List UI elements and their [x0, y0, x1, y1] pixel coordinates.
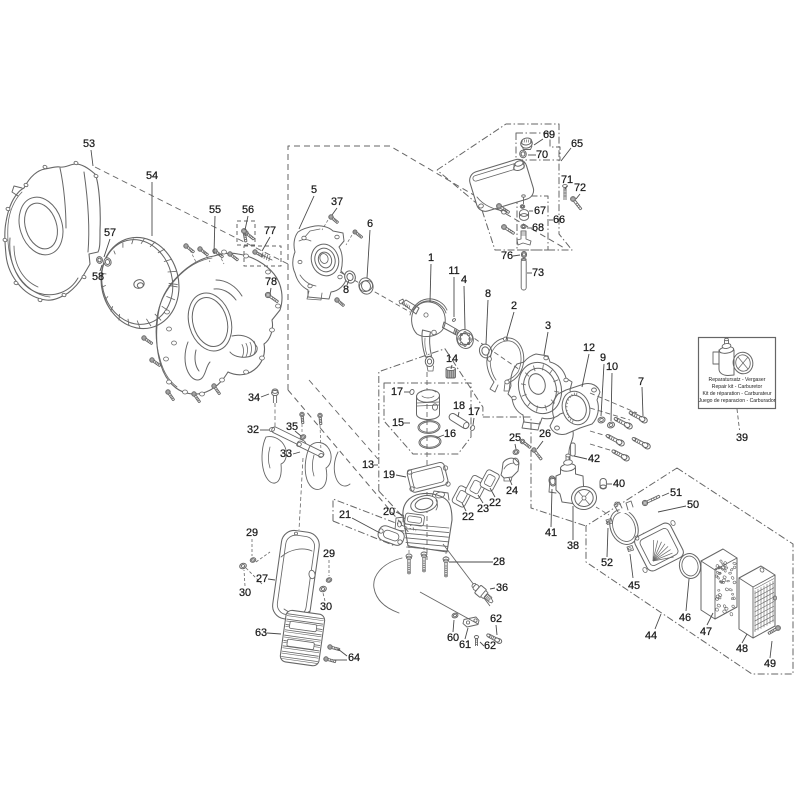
svg-text:20: 20 — [383, 506, 395, 518]
svg-text:8: 8 — [343, 284, 349, 296]
svg-text:6: 6 — [367, 218, 373, 230]
svg-text:73: 73 — [532, 267, 544, 279]
svg-text:58: 58 — [92, 271, 104, 283]
svg-text:40: 40 — [613, 478, 625, 490]
svg-text:47: 47 — [700, 626, 712, 638]
svg-text:27: 27 — [256, 573, 268, 585]
svg-text:57: 57 — [104, 227, 116, 239]
svg-text:56: 56 — [242, 204, 254, 216]
svg-text:Reparatursatz - Vergaser: Reparatursatz - Vergaser — [709, 377, 766, 383]
svg-text:Kit de réparation - Carburateu: Kit de réparation - Carburateur — [702, 391, 771, 397]
svg-text:37: 37 — [331, 196, 343, 208]
svg-text:46: 46 — [679, 612, 691, 624]
svg-text:14: 14 — [446, 353, 458, 365]
svg-text:49: 49 — [764, 658, 776, 670]
svg-text:7: 7 — [638, 376, 644, 388]
svg-text:22: 22 — [462, 511, 474, 523]
svg-text:67: 67 — [534, 205, 546, 217]
svg-text:52: 52 — [601, 557, 613, 569]
svg-text:16: 16 — [444, 428, 456, 440]
svg-text:45: 45 — [628, 580, 640, 592]
svg-text:61: 61 — [459, 639, 471, 651]
svg-text:41: 41 — [545, 527, 557, 539]
svg-text:44: 44 — [645, 630, 657, 642]
svg-text:60: 60 — [447, 632, 459, 644]
svg-text:78: 78 — [265, 276, 277, 288]
svg-text:70: 70 — [536, 149, 548, 161]
svg-text:28: 28 — [493, 556, 505, 568]
svg-text:38: 38 — [567, 540, 579, 552]
svg-text:62: 62 — [490, 613, 502, 625]
svg-text:65: 65 — [571, 138, 583, 150]
svg-text:Juego de reparacion - Carburad: Juego de reparacion - Carburador — [699, 398, 776, 404]
svg-text:Repair kit - Carburetor: Repair kit - Carburetor — [712, 384, 763, 390]
svg-text:50: 50 — [687, 499, 699, 511]
svg-text:77: 77 — [264, 225, 276, 237]
svg-text:19: 19 — [383, 469, 395, 481]
svg-text:68: 68 — [532, 222, 544, 234]
svg-text:71: 71 — [561, 174, 573, 186]
svg-text:53: 53 — [83, 138, 95, 150]
svg-text:62: 62 — [484, 640, 496, 652]
svg-text:24: 24 — [506, 485, 518, 497]
svg-text:33: 33 — [280, 448, 292, 460]
svg-text:1: 1 — [428, 252, 434, 264]
svg-text:76: 76 — [501, 250, 513, 262]
svg-text:34: 34 — [248, 392, 260, 404]
svg-text:11: 11 — [448, 265, 459, 277]
svg-text:29: 29 — [246, 527, 258, 539]
svg-text:21: 21 — [339, 509, 351, 521]
svg-text:8: 8 — [485, 288, 491, 300]
svg-text:29: 29 — [323, 548, 335, 560]
svg-text:12: 12 — [583, 342, 595, 354]
svg-text:30: 30 — [320, 601, 332, 613]
svg-text:39: 39 — [736, 432, 748, 444]
svg-text:48: 48 — [736, 643, 748, 655]
svg-text:3: 3 — [545, 320, 551, 332]
svg-text:25: 25 — [509, 432, 521, 444]
svg-text:32: 32 — [247, 424, 259, 436]
svg-text:13: 13 — [362, 459, 374, 471]
svg-text:36: 36 — [496, 582, 508, 594]
svg-text:17: 17 — [468, 406, 480, 418]
svg-text:69: 69 — [543, 129, 555, 141]
svg-text:22: 22 — [489, 497, 501, 509]
svg-text:51: 51 — [670, 487, 682, 499]
svg-text:4: 4 — [461, 274, 467, 286]
svg-text:26: 26 — [539, 428, 551, 440]
svg-text:30: 30 — [239, 587, 251, 599]
svg-text:2: 2 — [511, 300, 517, 312]
svg-text:23: 23 — [477, 503, 489, 515]
svg-text:10: 10 — [606, 361, 618, 373]
svg-text:17: 17 — [391, 386, 403, 398]
svg-text:42: 42 — [588, 453, 600, 465]
svg-text:35: 35 — [286, 421, 298, 433]
svg-text:66: 66 — [553, 214, 565, 226]
svg-text:15: 15 — [392, 417, 404, 429]
svg-text:63: 63 — [255, 627, 267, 639]
svg-text:5: 5 — [311, 184, 317, 196]
svg-text:18: 18 — [453, 400, 465, 412]
svg-text:72: 72 — [574, 182, 586, 194]
svg-text:55: 55 — [209, 204, 221, 216]
svg-text:64: 64 — [348, 652, 360, 664]
svg-text:54: 54 — [146, 170, 158, 182]
